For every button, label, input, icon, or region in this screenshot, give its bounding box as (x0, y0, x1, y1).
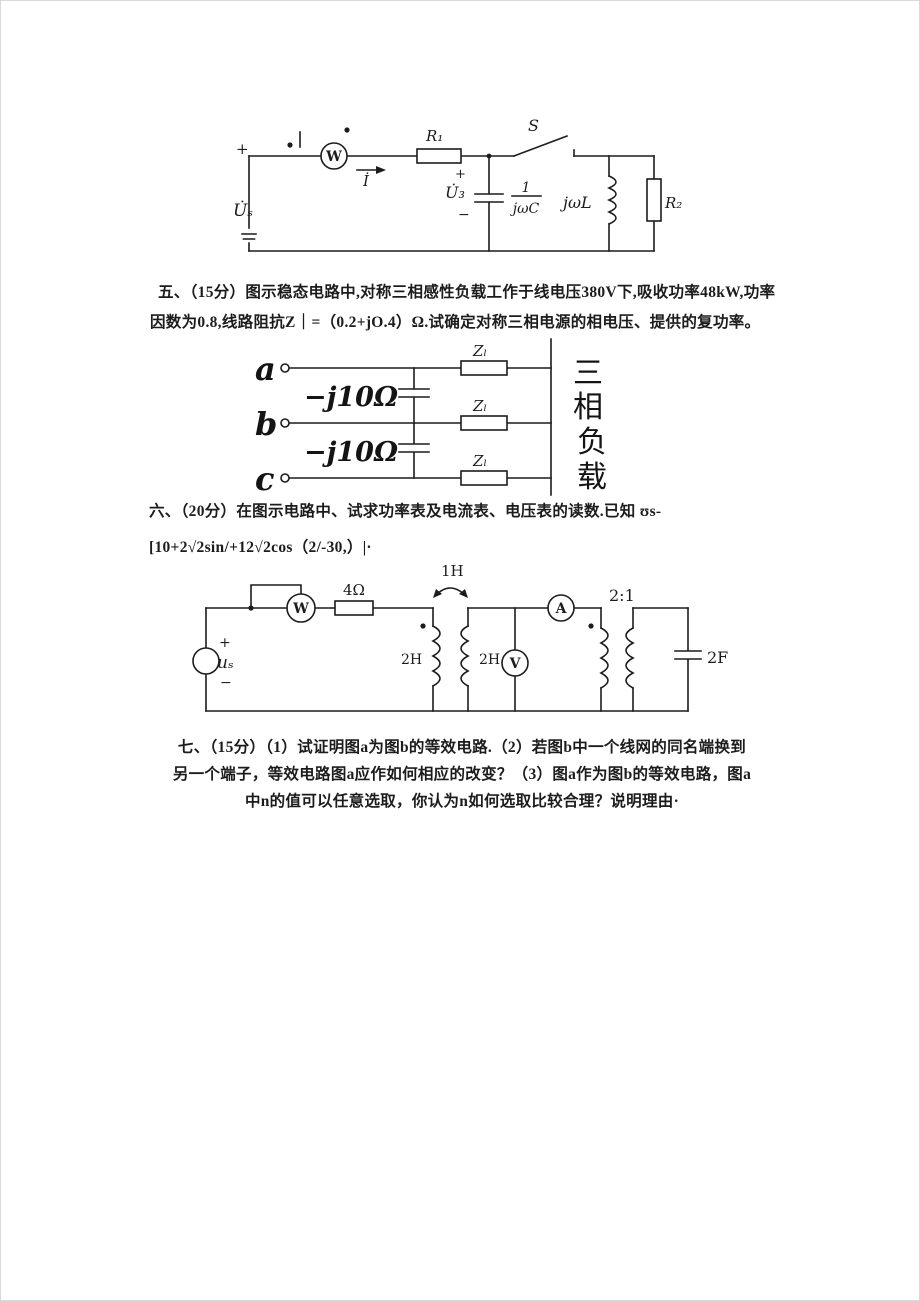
question-5-line1: 五、（15分）图示稳态电路中,对称三相感性负载工作于线电压380V下,吸收功率4… (158, 284, 776, 301)
resistor-4ohm (334, 600, 374, 616)
question-6-line1: 六、（20分）在图示电路中、试求功率表及电流表、电压表的读数.已知 ʊs- (149, 503, 662, 520)
ammeter-label: A (555, 601, 568, 617)
r1-label: R₁ (425, 127, 443, 145)
cap-impedance-denominator: jωC (510, 201, 540, 217)
terminal-c-node (280, 473, 290, 483)
load-char-4: 载 (577, 461, 607, 494)
wattmeter-icon (320, 142, 348, 170)
mutual-inductance-label: 1H (441, 562, 464, 580)
polarity-dot-icon (588, 623, 594, 629)
node-dot-icon (486, 153, 492, 159)
figure-q4-circuit: W + U̇ₛ İ R₁ S + U̇₃ − 1 jωC jωL R₂ (233, 116, 682, 252)
terminal-a-label: a (255, 350, 276, 388)
resistor-label: 4Ω (343, 581, 365, 599)
q4-wires (241, 127, 655, 252)
line-impedance-c (460, 470, 508, 486)
resistor-r2 (646, 178, 662, 222)
resistor-r1 (416, 148, 462, 164)
load-char-3: 负 (577, 426, 607, 459)
question-6-line2: [10+2√2sin/+12√2cos（2/-30,）|· (149, 539, 372, 556)
turns-ratio-label: 2:1 (609, 586, 635, 605)
figure-q5-three-phase-circuit: a b c −j10Ω −j10Ω Zₗ Zₗ Zₗ 三 相 负 载 (255, 338, 607, 498)
switch-label: S (528, 116, 539, 135)
polarity-dot-icon (420, 623, 426, 629)
source-minus: − (220, 675, 232, 691)
source-plus: + (219, 635, 231, 651)
z-label-c: Zₗ (472, 452, 487, 470)
wattmeter-icon (286, 593, 316, 623)
load-char-2: 相 (573, 391, 603, 424)
z-label-a: Zₗ (472, 342, 487, 360)
coil2-label: 2H (479, 652, 500, 668)
terminal-b-label: b (255, 405, 277, 443)
question-6-text: 六、（20分）在图示电路中、试求功率表及电流表、电压表的读数.已知 ʊs- [1… (149, 494, 779, 566)
q6-wires (205, 584, 702, 712)
question-7-line3: 中n的值可以任意选取，你认为n如何选取比较合理？说明理由· (244, 793, 680, 810)
r2-label: R₂ (664, 194, 682, 212)
voltage-source-icon (192, 647, 220, 675)
u3-label: U̇₃ (445, 183, 465, 202)
cap-impedance-numerator: 1 (522, 180, 531, 196)
terminal-b-node (280, 418, 290, 428)
terminal-c-label: c (255, 460, 274, 498)
line-impedance-b (460, 415, 508, 431)
cap-ab-label: −j10Ω (304, 382, 398, 413)
coil1-label: 2H (401, 652, 422, 668)
three-phase-load-label: 三 相 负 载 (573, 357, 607, 494)
figure-q6-circuit: + uₛ − W 4Ω 1H 2H 2H V A 2:1 2F (192, 562, 728, 712)
terminal-a-node (280, 363, 290, 373)
source-plus: + (236, 140, 249, 158)
question-7-line2: 另一个端子，等效电路图a应作如何相应的改变？（3）图a作为图b的等效电路，图a (172, 766, 752, 783)
wattmeter-label: W (292, 601, 309, 617)
capacitor-label: 2F (707, 648, 728, 667)
current-label: İ (362, 172, 370, 190)
voltmeter-icon (501, 649, 529, 677)
polarity-dot-icon (344, 127, 350, 133)
question-5-text: 五、（15分）图示稳态电路中,对称三相感性负载工作于线电压380V下,吸收功率4… (150, 278, 780, 338)
voltmeter-label: V (509, 656, 522, 672)
line-impedance-a (460, 360, 508, 376)
polarity-dot-icon (287, 142, 293, 148)
polarity-dot-icon (248, 605, 254, 611)
question-7-line1: 七、（15分）（1）试证明图a为图b的等效电路.（2）若图b中一个线网的同名端换… (177, 739, 747, 756)
load-char-1: 三 (573, 357, 603, 390)
ammeter-icon (547, 594, 575, 622)
u3-minus: − (458, 207, 470, 223)
inductor-label: jωL (560, 193, 592, 212)
source-voltage-label: U̇ₛ (233, 201, 253, 221)
source-voltage-label: uₛ (217, 653, 234, 673)
question-5-line2: 因数为0.8,线路阻抗Z｜=（0.2+jO.4）Ω.试确定对称三相电源的相电压、… (150, 314, 761, 331)
question-7-text: 七、（15分）（1）试证明图a为图b的等效电路.（2）若图b中一个线网的同名端换… (159, 734, 765, 815)
q5-wires (288, 338, 552, 496)
u3-plus: + (455, 167, 466, 182)
z-label-b: Zₗ (472, 397, 487, 415)
wattmeter-label: W (325, 149, 342, 165)
cap-bc-label: −j10Ω (304, 437, 398, 468)
